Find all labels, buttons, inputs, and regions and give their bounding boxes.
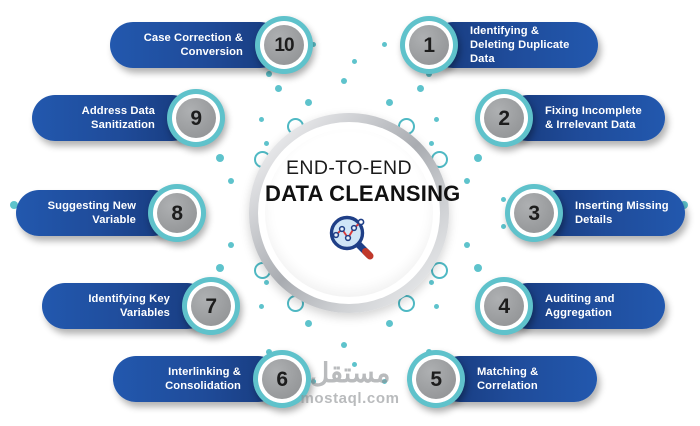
decorative-dot: [341, 341, 348, 348]
decorative-dot: [216, 154, 225, 163]
step-badge-5[interactable]: 5: [407, 350, 465, 408]
process-step-4[interactable]: Auditing and Aggregation 4: [475, 277, 665, 335]
decorative-dot: [341, 78, 348, 85]
decorative-dot: [310, 378, 316, 384]
step-badge-disc-1: 1: [409, 25, 449, 65]
step-label-10: Case Correction & Conversion: [143, 31, 243, 58]
step-number-5: 5: [430, 367, 442, 391]
step-number-2: 2: [498, 106, 510, 130]
step-label-8: Suggesting New Variable: [47, 199, 136, 226]
process-step-10[interactable]: Case Correction & Conversion 10: [110, 16, 313, 74]
step-badge-disc-4: 4: [484, 286, 524, 326]
decorative-dot: [500, 224, 506, 229]
step-badge-8[interactable]: 8: [148, 184, 206, 242]
step-number-4: 4: [498, 294, 510, 318]
decorative-dot: [228, 241, 235, 248]
step-label-6: Interlinking & Consolidation: [165, 365, 241, 392]
process-step-3[interactable]: Inserting Missing Details 3: [505, 184, 685, 242]
process-step-2[interactable]: Fixing Incomplete & Irrelevant Data 2: [475, 89, 665, 147]
center-hub: END-TO-END DATA CLEANSING: [249, 113, 461, 313]
decorative-dot: [351, 58, 357, 64]
step-badge-disc-7: 7: [191, 286, 231, 326]
step-badge-disc-8: 8: [157, 193, 197, 233]
magnifier-chart-icon: [327, 213, 375, 261]
process-step-7[interactable]: Identifying Key Variables 7: [42, 277, 240, 335]
decorative-dot: [433, 304, 439, 310]
decorative-dot: [274, 84, 282, 92]
decorative-dot: [351, 362, 357, 368]
step-label-7: Identifying Key Variables: [88, 292, 170, 319]
step-badge-6[interactable]: 6: [253, 350, 311, 408]
step-number-8: 8: [171, 201, 183, 225]
step-badge-3[interactable]: 3: [505, 184, 563, 242]
step-pill-1[interactable]: Identifying & Deleting Duplicate Data: [430, 22, 598, 68]
step-label-9: Address Data Sanitization: [81, 104, 155, 131]
decorative-dot: [305, 98, 313, 106]
step-label-1: Identifying & Deleting Duplicate Data: [470, 24, 570, 66]
decorative-dot: [305, 320, 313, 328]
decorative-dot: [385, 98, 393, 106]
decorative-dot: [382, 378, 388, 384]
step-label-2: Fixing Incomplete & Irrelevant Data: [545, 104, 642, 131]
hub-title-line2: DATA CLEANSING: [265, 181, 461, 207]
step-label-3: Inserting Missing Details: [575, 199, 669, 226]
step-number-9: 9: [190, 106, 202, 130]
step-number-6: 6: [276, 367, 288, 391]
step-number-7: 7: [205, 294, 217, 318]
process-step-6[interactable]: Interlinking & Consolidation 6: [113, 350, 311, 408]
decorative-dot: [500, 196, 506, 202]
step-label-5: Matching & Correlation: [477, 365, 539, 392]
step-badge-9[interactable]: 9: [167, 89, 225, 147]
step-pill-5[interactable]: Matching & Correlation: [437, 356, 597, 402]
process-step-1[interactable]: Identifying & Deleting Duplicate Data 1: [400, 16, 598, 74]
step-badge-7[interactable]: 7: [182, 277, 240, 335]
step-badge-disc-9: 9: [176, 98, 216, 138]
step-badge-4[interactable]: 4: [475, 277, 533, 335]
step-number-1: 1: [423, 33, 435, 57]
hub-title-block: END-TO-END DATA CLEANSING: [265, 157, 461, 208]
step-label-4: Auditing and Aggregation: [545, 292, 615, 319]
decorative-dot: [416, 84, 424, 92]
step-badge-disc-3: 3: [514, 193, 554, 233]
decorative-dot: [382, 42, 388, 48]
decorative-dot: [266, 71, 272, 78]
decorative-dot: [463, 241, 470, 248]
decorative-dot: [473, 263, 482, 272]
step-number-3: 3: [528, 201, 540, 225]
hub-inner-disc: [265, 129, 433, 297]
process-step-5[interactable]: Matching & Correlation 5: [407, 350, 597, 408]
step-badge-10[interactable]: 10: [255, 16, 313, 74]
step-badge-2[interactable]: 2: [475, 89, 533, 147]
step-badge-disc-5: 5: [416, 359, 456, 399]
step-badge-disc-2: 2: [484, 98, 524, 138]
step-pill-7[interactable]: Identifying Key Variables: [42, 283, 210, 329]
decorative-dot: [259, 116, 265, 122]
step-number-10: 10: [274, 34, 294, 56]
step-badge-1[interactable]: 1: [400, 16, 458, 74]
decorative-dot: [385, 320, 393, 328]
process-step-8[interactable]: Suggesting New Variable 8: [16, 184, 206, 242]
step-pill-10[interactable]: Case Correction & Conversion: [110, 22, 283, 68]
decorative-dot: [259, 304, 265, 310]
decorative-dot: [228, 178, 235, 185]
decorative-dot: [473, 154, 482, 163]
process-step-9[interactable]: Address Data Sanitization 9: [32, 89, 225, 147]
step-badge-disc-6: 6: [262, 359, 302, 399]
decorative-dot: [216, 263, 225, 272]
hub-title-line1: END-TO-END: [285, 157, 413, 179]
step-badge-disc-10: 10: [264, 25, 304, 65]
decorative-dot: [433, 116, 439, 122]
decorative-dot: [463, 178, 470, 185]
